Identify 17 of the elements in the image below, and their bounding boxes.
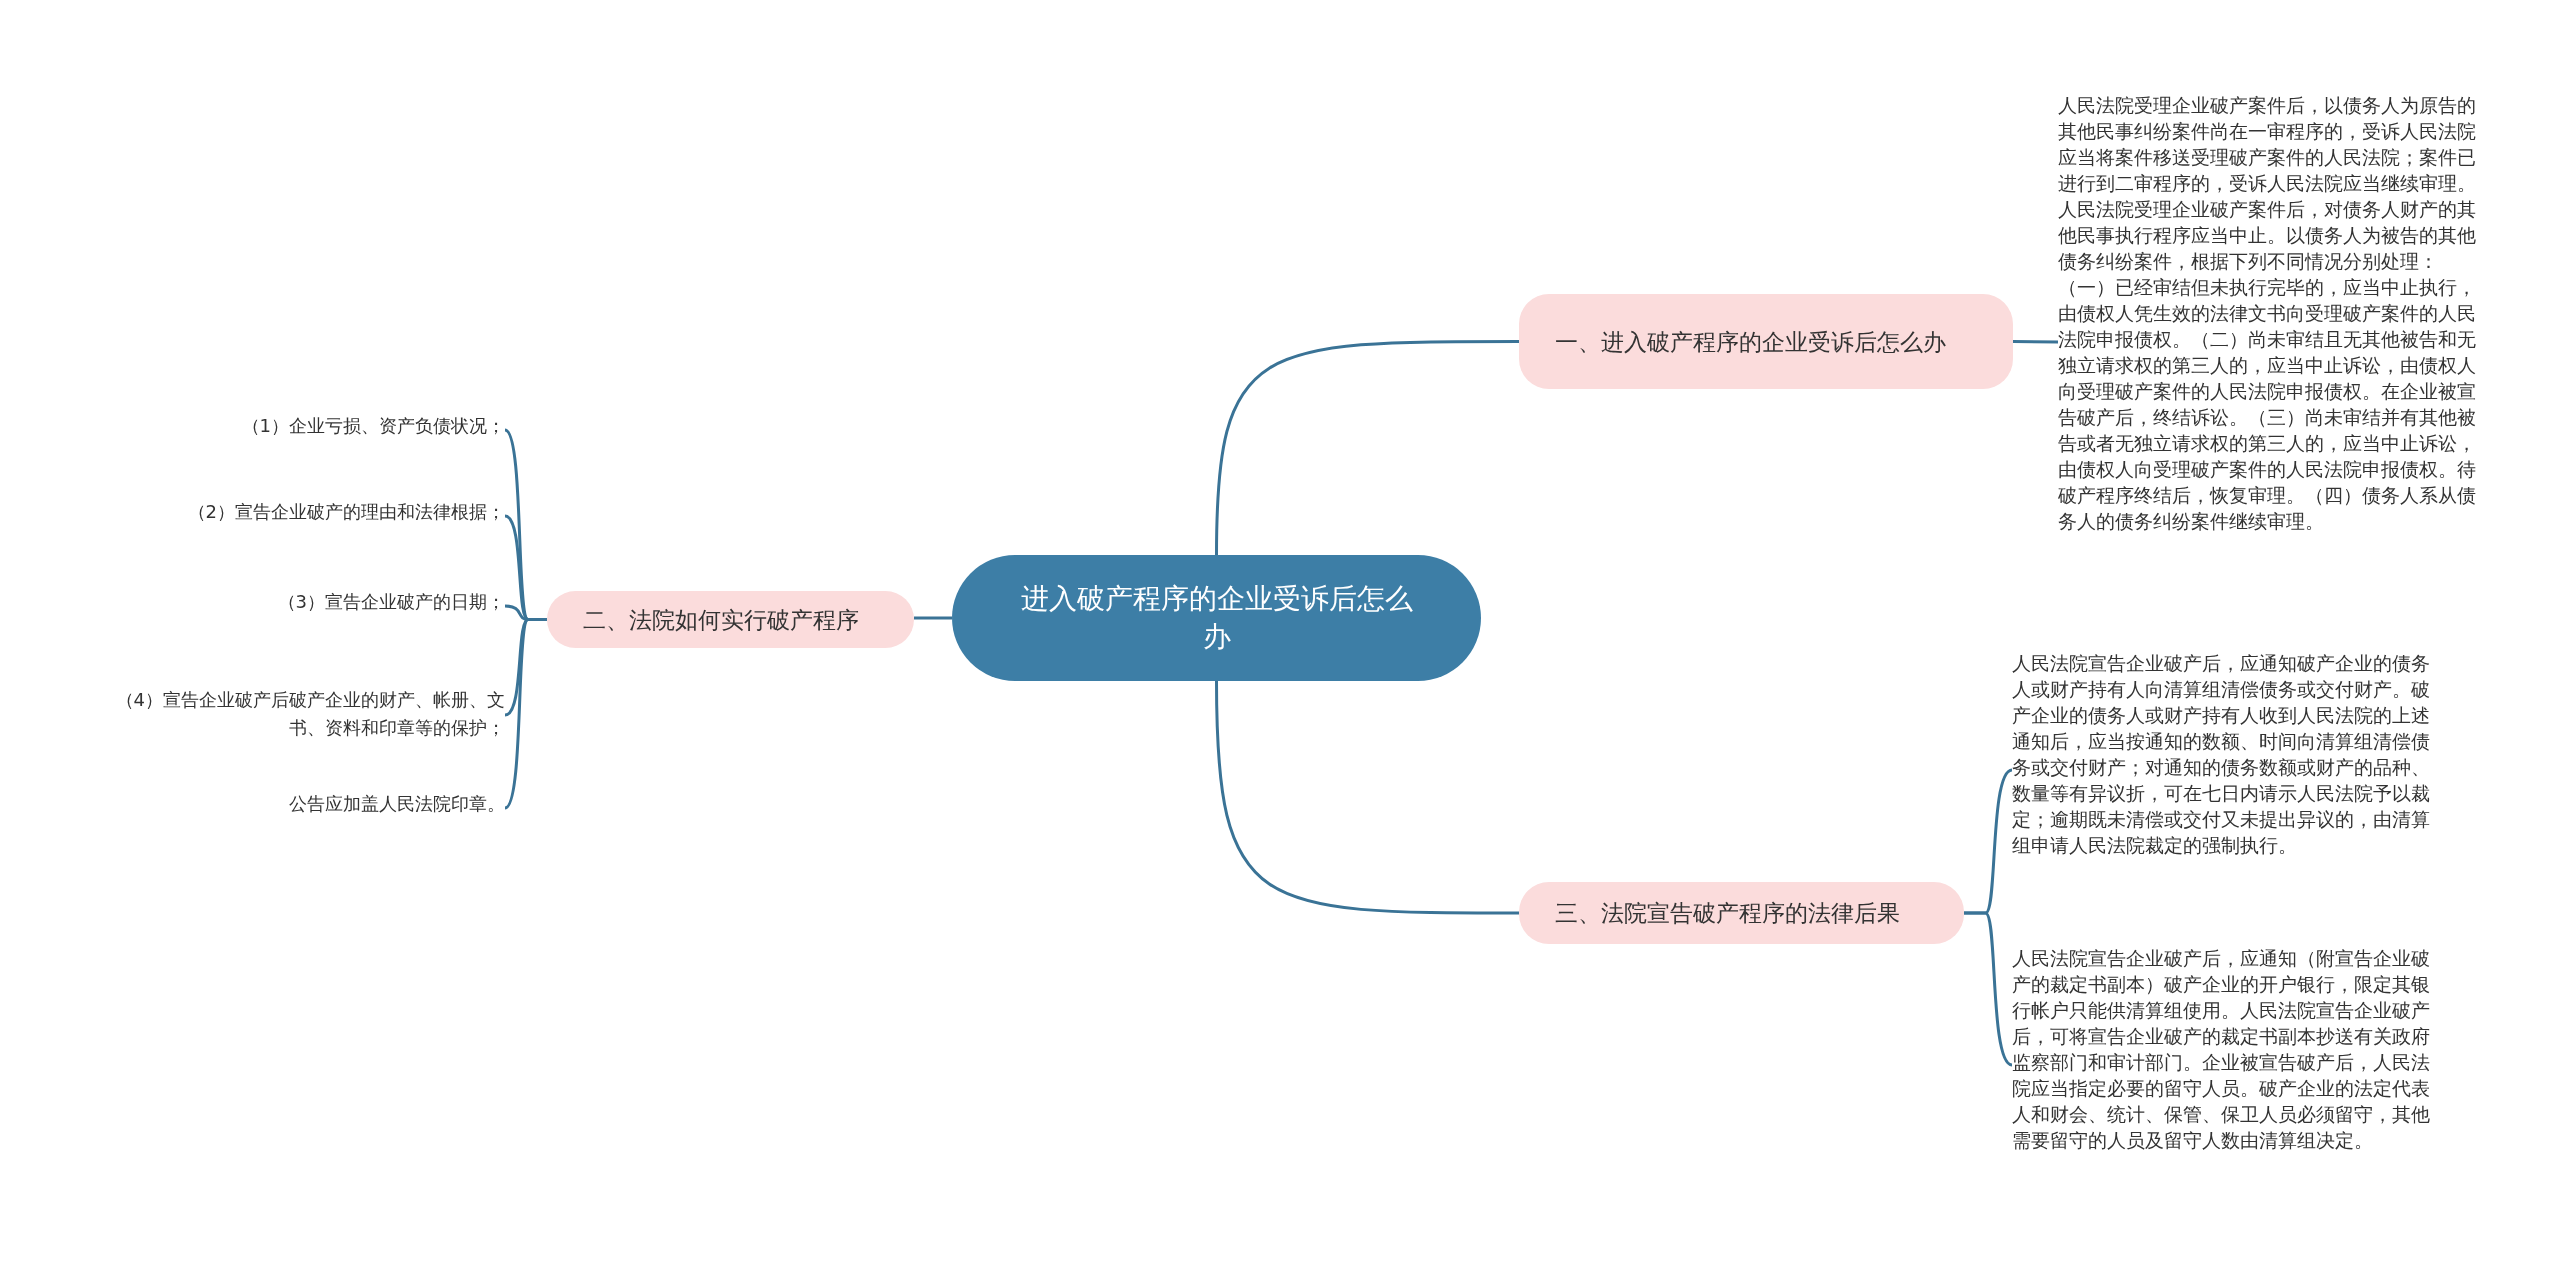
branch-topic: 二、法院如何实行破产程序: [547, 591, 914, 648]
detail-text: 人民法院宣告企业破产后，应通知破产企业的债务人或财产持有人向清算组清偿债务或交付财产。破产企业的债务人或财产持有人收到人民法院的上述通知后，应当按通知的数额、时间向清算组清偿债务或交付财产；对通知的债务数额或财产的品种、数量等有异议折，可在七日内请示人民法院予以裁定；逾期既未清偿或交付又未提出异议的，由清算组申请人民法院裁定的强制执行。: [2012, 650, 2432, 890]
connector-line: [2013, 340, 2058, 344]
detail-text: 人民法院宣告企业破产后，应通知（附宣告企业破产的裁定书副本）破产企业的开户银行，限定其银行帐户只能供清算组使用。人民法院宣告企业破产后，可将宣告企业破产的裁定书副本抄送有关政府监察部门和审计部门。企业被宣告破产后，人民法院应当指定必要的留守人员。破产企业的法定代表人和财会、统计、保管、保卫人员必须留守，其他需要留守的人员及留守人数由清算组决定。: [2012, 945, 2432, 1185]
connector-line: [914, 616, 952, 620]
detail-text: （4）宣告企业破产后破产企业的财产、帐册、文书、资料和印章等的保护；: [95, 686, 505, 744]
branch-topic: 三、法院宣告破产程序的法律后果: [1519, 882, 1964, 944]
connector-line: [1215, 680, 1519, 915]
detail-text: （3）宣告企业破产的日期；: [95, 588, 505, 624]
connector-line: [1964, 911, 2013, 1067]
branch-topic: 一、进入破产程序的企业受诉后怎么办: [1519, 294, 2013, 389]
detail-text: （1）企业亏损、资产负债状况；: [95, 412, 505, 448]
central-topic: 进入破产程序的企业受诉后怎么办: [952, 555, 1481, 681]
connector-line: [1215, 340, 1519, 556]
detail-text: （2）宣告企业破产的理由和法律根据；: [95, 498, 505, 534]
detail-text: 人民法院受理企业破产案件后，以债务人为原告的其他民事纠纷案件尚在一审程序的，受诉人民法院应当将案件移送受理破产案件的人民法院；案件已进行到二审程序的，受诉人民法院应当继续审理。人民法院受理企业破产案件后，对债务人财产的其他民事执行程序应当中止。以债务人为被告的其他债务纠纷案件，根据下列不同情况分别处理：（一）已经审结但未执行完毕的，应当中止执行，由债权人凭生效的法律文书向受理破产案件的人民法院申报债权。（二）尚未审结且无其他被告和无独立请求权的第三人的，应当中止诉讼，由债权人向受理破产案件的人民法院申报债权。在企业被宣告破产后，终结诉讼。（三）尚未审结并有其他被告或者无独立请求权的第三人的，应当中止诉讼，由债权人向受理破产案件的人民法院申报债权。待破产程序终结后，恢复审理。（四）债务人系从债务人的债务纠纷案件继续审理。: [2058, 92, 2478, 592]
detail-text: 公告应加盖人民法院印章。: [95, 790, 505, 826]
